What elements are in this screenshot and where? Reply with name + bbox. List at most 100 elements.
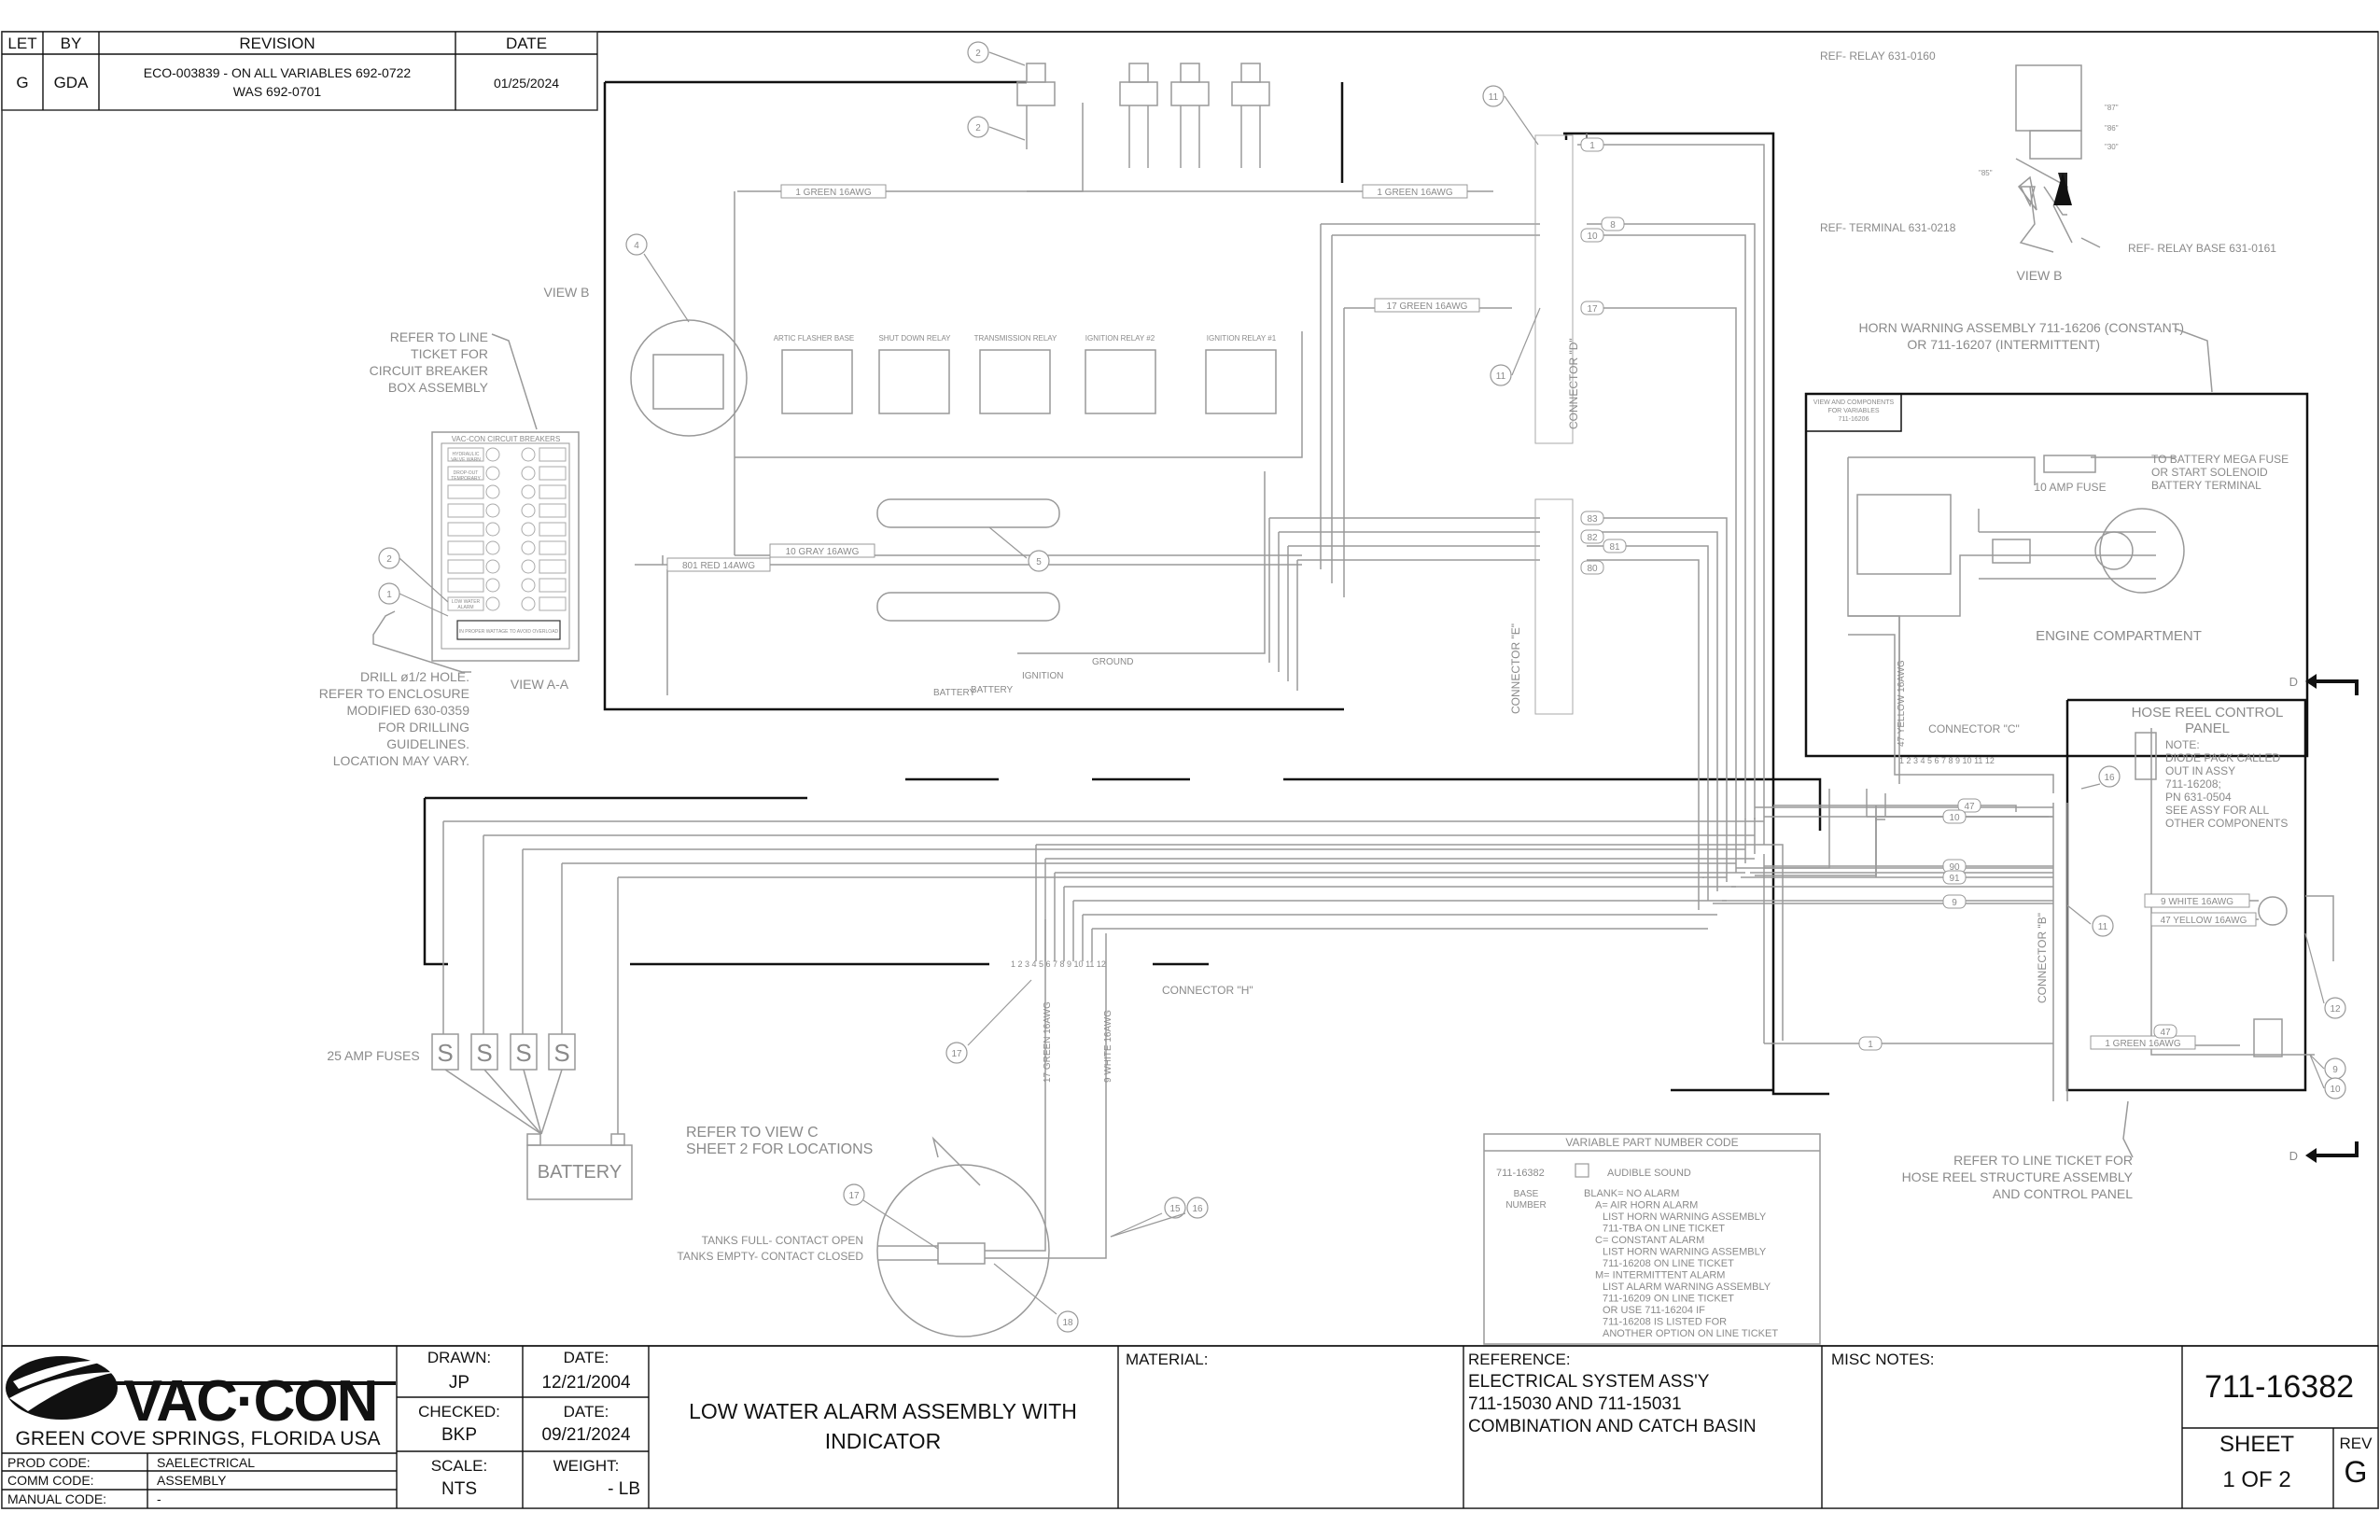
svg-text:HORN WARNING ASSEMBLY 711-1620: HORN WARNING ASSEMBLY 711-16206 (CONSTAN…: [1858, 320, 2184, 335]
balloon-number: 9: [2332, 1065, 2338, 1075]
manual-code-value: -: [157, 1491, 161, 1506]
svg-text:BATTERY: BATTERY: [933, 688, 976, 698]
tanks-full-label: TANKS FULL- CONTACT OPEN: [702, 1234, 863, 1247]
wire-number-label: 1: [1589, 141, 1595, 151]
tank-sensor: TANKS FULL- CONTACT OPEN TANKS EMPTY- CO…: [677, 919, 1107, 1265]
sheet-value: 1 OF 2: [2222, 1467, 2290, 1492]
svg-text:OTHER COMPONENTS: OTHER COMPONENTS: [2165, 817, 2288, 830]
balloon-circle: [378, 582, 400, 605]
balloon-number: 11: [1496, 371, 1506, 382]
variable-part-line: A= AIR HORN ALARM: [1595, 1200, 1698, 1211]
variable-part-line: 711-16209 ON LINE TICKET: [1603, 1294, 1734, 1305]
balloon-circle: [967, 116, 989, 138]
variable-part-line: BLANK= NO ALARM: [1584, 1188, 1679, 1199]
breaker-warning: IN PROPER WATTAGE TO AVOID OVERLOAD: [459, 629, 559, 635]
svg-text:47 YELLOW 16AWG: 47 YELLOW 16AWG: [2161, 916, 2247, 926]
wire-number-label: 47: [2160, 1028, 2171, 1038]
svg-text:OR 711-16207 (INTERMITTENT): OR 711-16207 (INTERMITTENT): [1907, 337, 2100, 352]
variable-part-line: M= INTERMITTENT ALARM: [1595, 1270, 1725, 1281]
svg-text:FOR DRILLING: FOR DRILLING: [378, 720, 469, 735]
wire-number-tag: [1858, 1036, 1883, 1051]
vac-con-logo: VAC·CON: [6, 1356, 396, 1434]
balloon-number: 4: [634, 241, 639, 251]
view-c-circle: [876, 1164, 1050, 1337]
balloon-circle: [2092, 915, 2114, 937]
company-name: VAC·CON: [124, 1369, 377, 1434]
connector-e-label: CONNECTOR "E": [1509, 623, 1522, 714]
wire-number-label: 83: [1587, 514, 1598, 525]
variable-part-line: LIST ALARM WARNING ASSEMBLY: [1603, 1281, 1771, 1293]
svg-text:801 RED 14AWG: 801 RED 14AWG: [682, 561, 755, 571]
circuit-breaker-panel: VAC-CON CIRCUIT BREAKERS: [431, 431, 580, 662]
balloon-leader: [993, 1263, 1057, 1315]
balloon-number: 10: [2330, 1085, 2341, 1095]
ref-relay: REF- RELAY 631-0160: [1820, 49, 1936, 63]
base-number-1: BASE: [1514, 1189, 1539, 1199]
svg-text:NOTE:: NOTE:: [2165, 738, 2200, 751]
wire-number-label: 9: [1952, 898, 1957, 908]
variable-part-line: LIST HORN WARNING ASSEMBLY: [1603, 1247, 1767, 1258]
svg-text:BATTERY: BATTERY: [971, 685, 1014, 695]
view-marker-bottom: D: [2289, 1141, 2359, 1163]
variable-part-base: 711-16382: [1496, 1168, 1545, 1179]
svg-text:D: D: [2289, 675, 2298, 689]
breaker-label-4: TEMPORARY: [451, 476, 481, 482]
wire-number-label: 17: [1587, 304, 1598, 315]
weight-label: WEIGHT:: [553, 1457, 620, 1475]
comm-code-value: ASSEMBLY: [157, 1473, 227, 1488]
wire-number-tag: [1942, 894, 1967, 909]
svg-text:REFER TO ENCLOSURE: REFER TO ENCLOSURE: [319, 686, 469, 701]
balloon-leader: [2080, 783, 2101, 790]
svg-text:DRILL ø1/2 HOLE.: DRILL ø1/2 HOLE.: [360, 669, 469, 684]
variable-part-audible: AUDIBLE SOUND: [1607, 1168, 1691, 1179]
variable-part-line: 711-16208 ON LINE TICKET: [1603, 1258, 1734, 1269]
part-number: 711-16382: [2205, 1369, 2354, 1405]
weight-value: - LB: [608, 1479, 640, 1499]
balloon-circle: [1057, 1310, 1079, 1333]
rev-by: GDA: [54, 74, 90, 91]
svg-text:1 GREEN 16AWG: 1 GREEN 16AWG: [795, 188, 872, 198]
svg-text:17 GREEN 16AWG: 17 GREEN 16AWG: [1043, 1001, 1053, 1083]
date2-label: DATE:: [564, 1403, 609, 1421]
wire-number-tag: [1580, 511, 1604, 525]
variable-part-line: OR USE 711-16204 IF: [1603, 1305, 1705, 1316]
balloon-circle: [1164, 1197, 1186, 1219]
breaker-label-6: ALARM: [457, 605, 473, 610]
drawn-label: DRAWN:: [427, 1349, 491, 1366]
balloon-leader: [2309, 1054, 2325, 1089]
hose-reel-panel-label: HOSE REEL CONTROL PANEL: [2132, 705, 2284, 736]
balloon-circle: [625, 233, 648, 256]
svg-text:S: S: [476, 1039, 492, 1067]
balloon-circle: [1028, 550, 1050, 572]
reference-label: REFERENCE:: [1468, 1351, 1571, 1368]
svg-text:REFER TO LINE: REFER TO LINE: [390, 329, 488, 344]
balloon-leader: [399, 557, 449, 603]
ten-amp-fuse: 10 AMP FUSE: [2034, 481, 2106, 494]
connector-h-label: CONNECTOR "H": [1162, 984, 1253, 997]
wire-number-label: 10: [1587, 231, 1598, 242]
view-marker-top: D: [2289, 674, 2359, 695]
balloon-number: 2: [975, 49, 981, 59]
balloon-circle: [2324, 1077, 2346, 1099]
balloon-circle: [1490, 364, 1512, 386]
svg-text:711-16208;: 711-16208;: [2165, 777, 2221, 791]
variable-part-code: VARIABLE PART NUMBER CODE 711-16382 AUDI…: [1483, 1133, 1821, 1345]
rev-desc-1: ECO-003839 - ON ALL VARIABLES 692-0722: [144, 65, 412, 80]
svg-text:GROUND: GROUND: [1092, 657, 1133, 667]
connector-h-pins: 1 2 3 4 5 6 7 8 9 10 11 12: [1011, 959, 1106, 969]
svg-text:FOR VARIABLES: FOR VARIABLES: [1827, 408, 1879, 414]
balloon-leader: [2304, 932, 2325, 1004]
svg-text:CIRCUIT BREAKER: CIRCUIT BREAKER: [370, 363, 488, 378]
rev-header-let: LET: [7, 35, 36, 52]
balloon-circle: [1482, 85, 1505, 107]
misc-notes-label: MISC NOTES:: [1831, 1351, 1935, 1368]
wire-number-tag: [1580, 301, 1604, 315]
drawing-title-2: INDICATOR: [825, 1429, 941, 1453]
wire-number-tag: [1601, 217, 1625, 231]
rev-desc-2: WAS 692-0701: [233, 84, 322, 99]
fuse-battery: S S S S BATTERY 25 AMP FUSES: [327, 980, 633, 1200]
balloon-circle: [2324, 997, 2346, 1019]
revision-table: LET BY REVISION DATE G GDA ECO-003839 - …: [1, 31, 598, 111]
balloon-leader: [988, 126, 1026, 141]
